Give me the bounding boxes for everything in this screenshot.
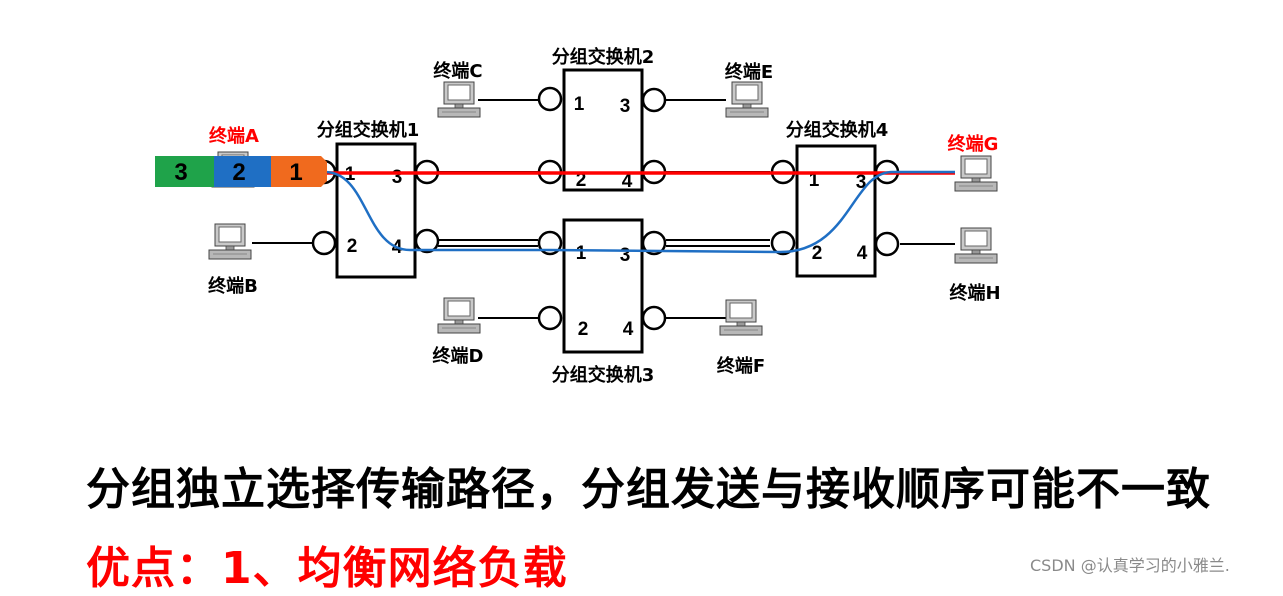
- switch-2-box: [562, 68, 644, 192]
- port-label-s4-3: 3: [856, 172, 867, 193]
- terminal-c-label: 终端C: [433, 60, 482, 82]
- packet-3: [155, 156, 207, 187]
- terminal-d-label: 终端D: [433, 345, 484, 367]
- caption-advantage-text: 1、均衡网络负载: [221, 543, 568, 594]
- packet-1-label: 1: [289, 159, 302, 186]
- packet-switching-diagram: 1 2 3 4 1 2 3 4 1 2 3 4 1 2 3 4 分组交换机1 分…: [155, 46, 1001, 386]
- switch-3-label: 分组交换机3: [552, 364, 655, 386]
- packet-2-label: 2: [232, 159, 245, 186]
- port-labels: 1 2 3 4 1 2 3 4 1 2 3 4 1 2 3 4: [345, 94, 868, 340]
- switch-3-box: [562, 218, 644, 354]
- caption-line-2: 优点：1、均衡网络负载: [86, 532, 568, 596]
- switch-2-label: 分组交换机2: [552, 46, 655, 68]
- terminal-labels: 终端A 终端B 终端C 终端D 终端E 终端F 终端G 终端H: [208, 60, 1000, 377]
- packet-3-label: 3: [174, 159, 187, 186]
- terminal-b-label: 终端B: [208, 275, 258, 297]
- port-label-s4-1: 1: [809, 170, 820, 191]
- blue-route-path: [324, 170, 955, 254]
- port-label-s2-2: 2: [576, 170, 587, 191]
- terminal-g-label: 终端G: [948, 133, 999, 155]
- port-label-s3-4: 4: [623, 319, 634, 340]
- port-label-s3-2: 2: [578, 319, 589, 340]
- terminal-h-label: 终端H: [949, 282, 1000, 304]
- terminal-a-label: 终端A: [209, 125, 259, 147]
- switch-4-label: 分组交换机4: [786, 119, 889, 141]
- packets: 3 2 1: [155, 156, 327, 187]
- watermark: CSDN @认真学习的小雅兰.: [1030, 556, 1230, 575]
- caption-line-1: 分组独立选择传输路径，分组发送与接收顺序可能不一致: [86, 464, 1211, 515]
- switch-1-label: 分组交换机1: [317, 119, 420, 141]
- terminal-f-label: 终端F: [717, 355, 765, 377]
- packet-1: [271, 156, 321, 187]
- packet-2: [214, 156, 266, 187]
- port-label-s2-1: 1: [574, 94, 585, 115]
- port-label-s2-3: 3: [620, 96, 631, 117]
- terminal-e-label: 终端E: [725, 61, 773, 83]
- switch-labels: 分组交换机1 分组交换机2 分组交换机3 分组交换机4: [317, 46, 889, 386]
- port-label-s1-3: 3: [392, 167, 403, 188]
- port-label-s3-3: 3: [620, 245, 631, 266]
- port-label-s3-1: 1: [576, 243, 587, 264]
- port-label-s1-2: 2: [347, 236, 358, 257]
- switch-4-box: [795, 144, 877, 278]
- switch-1-box: [335, 142, 417, 279]
- port-label-s4-4: 4: [857, 243, 868, 264]
- caption-advantage-prefix: 优点：: [86, 543, 221, 594]
- port-label-s2-4: 4: [622, 171, 633, 192]
- port-label-s4-2: 2: [812, 243, 823, 264]
